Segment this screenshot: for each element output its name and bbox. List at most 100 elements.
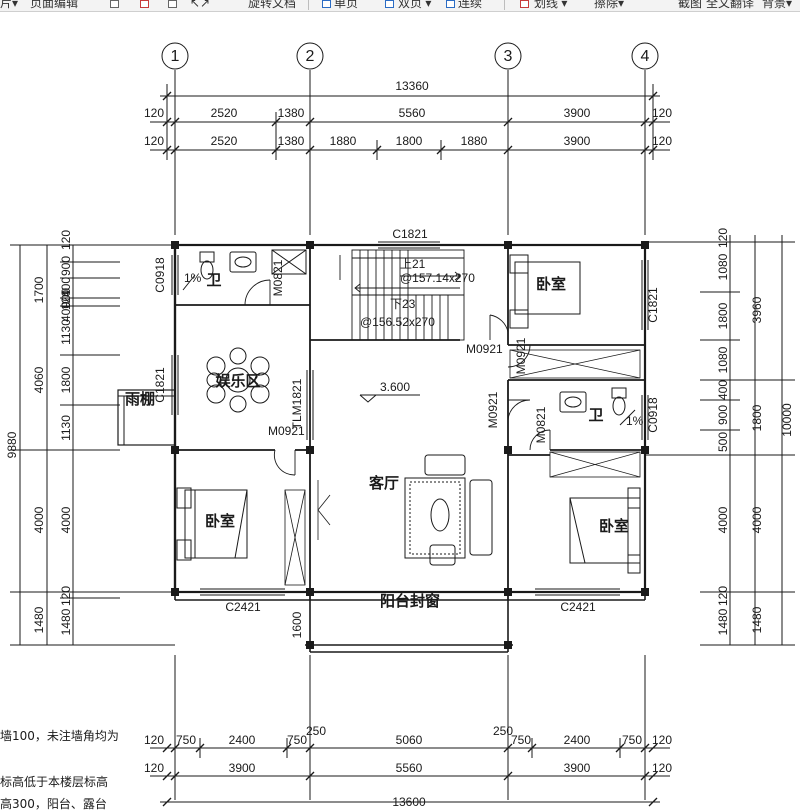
axis-bubble-2 [296,42,324,70]
crop-icon[interactable] [168,0,177,8]
toolbar-item-screenshot[interactable]: 截图 [678,0,703,10]
axis-bubble-4 [631,42,659,70]
door-swing [244,279,271,306]
toolbar-item-page-edit[interactable]: 页面编辑 [30,0,79,10]
dim-left-inner-11: 1480 [59,608,73,635]
staircase [339,249,465,341]
room-canopy: 雨棚 [125,390,155,408]
entertainment-table [206,347,270,413]
sofa-set [404,454,493,566]
underline-icon[interactable] [520,0,529,8]
dim-left-inner-10: 120 [59,586,73,606]
sink-left [229,251,257,273]
toilet-tank-left [199,251,215,263]
toolbar-item-menu[interactable]: 片▾ [0,0,19,10]
dim-right-inner-6: 500 [716,432,730,452]
axis-bubble-1 [161,42,189,70]
dim-bottom-r2-1: 3900 [229,761,256,775]
toolbar-item-single-page[interactable]: 单页 [334,0,359,10]
floor-plan: 1 2 3 4 13360 120 2520 1380 5560 3900 12… [5,42,795,809]
tag-elevation: 3.600 [380,380,410,394]
page-icon[interactable] [110,0,119,8]
dim-left-inner-8: 1130 [59,415,73,441]
dim-bottom-r1-10: 120 [652,733,672,747]
dim-bottom-r2-3: 3900 [564,761,591,775]
room-bedroom-left: 卧室 [205,512,235,530]
dim-bottom-r1-9: 750 [622,733,642,747]
dim-left-inner-5: 900 [59,288,73,308]
double-page-icon[interactable] [385,0,394,8]
room-entertainment: 娱乐区 [215,372,260,390]
tag-stair-down: 下23 [390,297,416,311]
toolbar-item-rotate[interactable]: 旋转文档 [248,0,297,10]
tag-m0921-left: M0921 [268,424,305,438]
dim-right-inner-0: 120 [716,228,730,248]
dim-right-outer: 10000 [780,403,794,437]
arrow-icon[interactable]: ↖↗ [190,0,211,10]
dim-right-inner-5: 900 [716,405,730,425]
tag-c0918-right: C0918 [646,397,660,433]
dim-right-mid-0: 3960 [750,296,764,323]
room-bedroom-top-right: 卧室 [536,275,566,293]
dim-left-inner-9: 4000 [59,506,73,533]
axis-label-2: 2 [306,48,315,65]
dim-left-inner-1: 900 [59,256,73,276]
dim-top-r2-6: 3900 [564,134,591,148]
toolbar-item-translate[interactable]: 全文翻译 [706,0,755,10]
room-bedroom-right: 卧室 [599,517,629,535]
tag-slope-left: 1% [184,271,202,285]
tag-stair-down-spec: @156.52x270 [360,315,435,329]
dim-bottom-r1-3: 750 [287,733,307,747]
canopy-outline [117,389,176,446]
axis-label-3: 3 [504,48,513,65]
dim-top-r1-2: 1380 [278,106,305,120]
dim-left-mid-2: 4000 [32,506,46,533]
tag-c1821-left: C1821 [153,367,167,403]
bed-right [569,487,641,574]
dim-bottom-r2-4: 120 [652,761,672,775]
tag-c2421-right: C2421 [560,600,596,614]
toolbar-item-continuous[interactable]: 连续 [458,0,483,10]
axis-label-4: 4 [641,48,650,65]
bed-left [176,487,248,561]
tag-m0921-right-a: M0921 [514,337,528,374]
dim-bottom-r2-2: 5560 [396,761,423,775]
dim-top-r1-5: 120 [652,106,672,120]
room-bath-right: 卫 [588,407,603,424]
tag-c2421-left: C2421 [225,600,261,614]
dim-right-inner-7: 4000 [716,506,730,533]
dim-left-inner-2: 400 [59,277,73,297]
dim-left-mid-0: 1700 [32,276,46,303]
tag-stair-up-spec: @157.14x270 [400,271,475,285]
dim-top-r1-4: 3900 [564,106,591,120]
toolbar-item-eraser[interactable]: 擦除▾ [594,0,625,10]
add-page-icon[interactable] [140,0,149,8]
dim-right-inner-9: 1480 [716,608,730,635]
dim-bottom-r1-0: 120 [144,733,164,747]
dim-right-inner-1: 1080 [716,253,730,280]
bed-top-right [509,254,581,329]
continuous-icon[interactable] [446,0,455,8]
dim-right-inner-2: 1800 [716,302,730,329]
dim-right-inner-3: 1080 [716,346,730,373]
sink-right [559,391,587,413]
dim-left-inner-0: 120 [59,230,73,250]
dim-right-mid-1: 1800 [750,404,764,431]
dim-top-r2-0: 120 [144,134,164,148]
toolbar-separator [308,0,309,10]
dim-bottom-r1-1: 750 [176,733,196,747]
single-page-icon[interactable] [322,0,331,8]
dim-bottom-r1-8: 2400 [564,733,591,747]
tag-slope-right: 1% [626,414,644,428]
toolbar-item-background[interactable]: 背景▾ [762,0,793,10]
dim-top-r2-5: 1880 [461,134,488,148]
dim-right-mid-3: 1480 [750,606,764,633]
toolbar-item-underline[interactable]: 划线 ▾ [534,0,568,10]
toolbar-item-double-page[interactable]: 双页 ▾ [398,0,432,10]
tag-tlm1821: TLM1821 [290,378,304,429]
tag-1600: 1600 [290,611,304,638]
note-line-1: 墙100，未注墙角均为 [0,729,119,743]
dim-left-inner-6: 1130 [59,319,73,345]
tag-m0921-right-b: M0921 [486,391,500,428]
room-bath-left: 卫 [206,272,221,289]
